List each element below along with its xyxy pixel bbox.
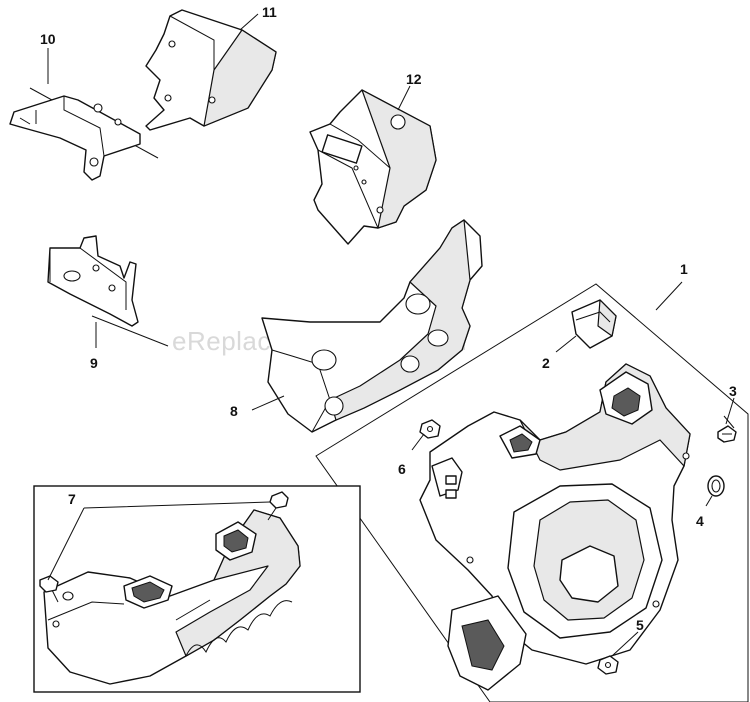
- part-12-shroud-housing[interactable]: [309, 89, 437, 245]
- part-8-baffle[interactable]: [261, 219, 483, 433]
- part-3-screw[interactable]: [717, 415, 737, 443]
- part-2-plug[interactable]: [571, 299, 617, 349]
- leader-8: [251, 395, 285, 411]
- callout-5: 5: [636, 617, 644, 633]
- callout-4: 4: [696, 513, 704, 529]
- callout-12: 12: [406, 71, 422, 87]
- leader-11: [239, 13, 259, 31]
- callout-1: 1: [680, 261, 688, 277]
- part-4-grommet[interactable]: [707, 475, 725, 497]
- part-10-bracket[interactable]: [9, 87, 159, 181]
- part-11-shroud-panel[interactable]: [145, 9, 277, 131]
- callout-11: 11: [262, 4, 277, 20]
- part-6-nut[interactable]: [419, 419, 441, 439]
- leader-7: [47, 501, 271, 581]
- part-9-bracket[interactable]: [47, 235, 169, 347]
- leader-3: [725, 397, 735, 425]
- leader-4: [705, 495, 713, 507]
- leader-1: [655, 281, 683, 311]
- leader-5: [611, 631, 639, 657]
- leader-2: [555, 335, 577, 353]
- callout-7: 7: [68, 491, 76, 507]
- callout-8: 8: [230, 403, 238, 419]
- part-7-screw-lower[interactable]: [39, 575, 74, 603]
- callout-3: 3: [729, 383, 737, 399]
- callout-6: 6: [398, 461, 406, 477]
- inset-housing-detail[interactable]: [43, 509, 301, 685]
- part-5-nut[interactable]: [597, 655, 619, 675]
- part-1-blower-housing[interactable]: [419, 363, 691, 691]
- callout-10: 10: [40, 31, 56, 47]
- callout-2: 2: [542, 355, 550, 371]
- callout-9: 9: [90, 355, 98, 371]
- leader-6: [411, 433, 425, 451]
- leader-12: [397, 85, 411, 111]
